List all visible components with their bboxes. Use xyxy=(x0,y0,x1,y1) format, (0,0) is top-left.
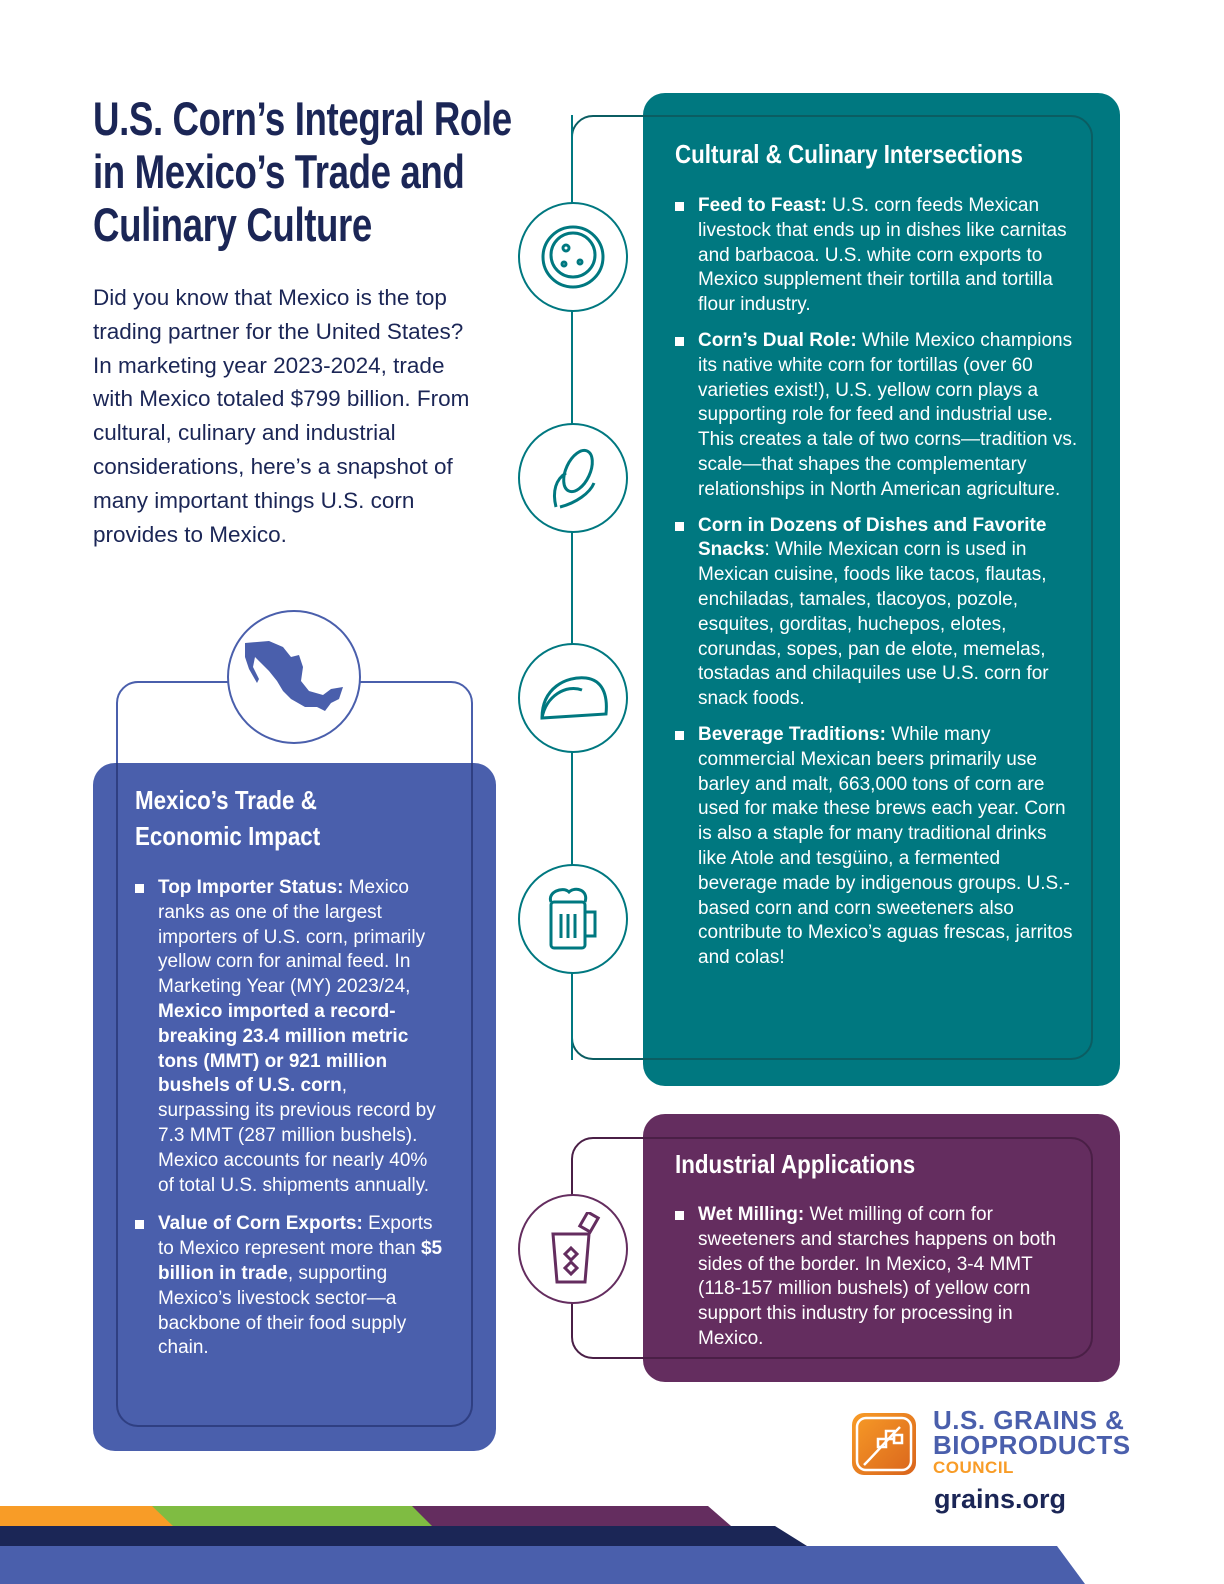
page-title: U.S. Corn’s Integral Role in Mexico’s Tr… xyxy=(93,92,512,251)
stripe-navy xyxy=(0,1526,807,1546)
bullet-beverage: Beverage Traditions: While many commerci… xyxy=(675,723,1078,971)
bullet-text: U.S. corn feeds Mexican livestock that e… xyxy=(698,195,1067,316)
stripe-orange xyxy=(0,1506,173,1526)
stripe-blue xyxy=(0,1546,1085,1584)
corn-icon xyxy=(518,423,628,533)
website-link[interactable]: grains.org xyxy=(934,1484,1067,1514)
title-intro-column: U.S. Corn’s Integral Role in Mexico’s Tr… xyxy=(93,92,512,551)
timeline-line xyxy=(571,115,573,1060)
bullet-text: : While Mexican corn is used in Mexican … xyxy=(698,539,1049,710)
bullet-lead: Corn’s Dual Role: xyxy=(698,329,857,351)
industrial-box xyxy=(643,1114,1120,1382)
usgbc-logo-icon xyxy=(852,1413,916,1475)
bullet-text: , surpassing its previous record by 7.3 … xyxy=(158,1075,436,1196)
beer-mug-icon xyxy=(518,864,628,974)
bullet-bold-text: $5 billion in trade xyxy=(158,1238,443,1284)
bullet-feed-to-feast: Feed to Feast: U.S. corn feeds Mexican l… xyxy=(675,194,1078,318)
bullet-bold-text: Mexico imported a record-breaking 23.4 m… xyxy=(158,1000,409,1097)
bullet-lead: Wet Milling: xyxy=(698,1204,805,1225)
taco-icon xyxy=(518,643,628,753)
cultural-box xyxy=(643,93,1120,1086)
bullet-wet-milling: Wet Milling: Wet milling of corn for swe… xyxy=(675,1203,1073,1352)
footer-stripes xyxy=(0,1506,1085,1584)
trade-box-inner-outline xyxy=(116,763,473,1427)
bullet-dual-role: Corn’s Dual Role: While Mexico champions… xyxy=(675,329,1078,503)
cultural-bullets: Feed to Feast: U.S. corn feeds Mexican l… xyxy=(675,194,1078,971)
trade-bullets: Top Importer Status: Mexico ranks as one… xyxy=(135,876,443,1361)
logo-line3: COUNCIL xyxy=(933,1458,1014,1477)
logo-line2: BIOPRODUCTS xyxy=(933,1430,1131,1460)
bullet-dishes-snacks: Corn in Dozens of Dishes and Favorite Sn… xyxy=(675,514,1078,712)
trade-heading: Mexico’s Trade & Economic Impact xyxy=(135,782,367,854)
soda-cup-icon xyxy=(518,1194,628,1304)
mexico-map-icon xyxy=(227,610,361,744)
tortilla-icon xyxy=(518,202,628,312)
bullet-text: Exports to Mexico represent more than xyxy=(158,1213,433,1260)
bullet-text: Wet milling of corn for sweeteners and s… xyxy=(698,1204,1057,1349)
bullet-lead: Beverage Traditions: xyxy=(698,723,886,745)
usgbc-logo-text: U.S. GRAINS & BIOPRODUCTS COUNCIL xyxy=(933,1405,1131,1478)
bullet-text: , supporting Mexico’s livestock sector—a… xyxy=(158,1262,407,1359)
bullet-lead: Top Importer Status: xyxy=(158,877,344,898)
bullet-text: Mexico ranks as one of the largest impor… xyxy=(158,877,426,998)
logo-line1: U.S. GRAINS & xyxy=(933,1405,1125,1435)
bullet-text: While many commercial Mexican beers prim… xyxy=(698,723,1073,969)
industrial-heading: Industrial Applications xyxy=(675,1149,916,1179)
intro-paragraph: Did you know that Mexico is the top trad… xyxy=(93,285,470,547)
bullet-text: While Mexico champions its native white … xyxy=(698,329,1078,500)
bullet-value-exports: Value of Corn Exports: Exports to Mexico… xyxy=(135,1212,443,1361)
bullet-lead: Value of Corn Exports: xyxy=(158,1213,363,1235)
trade-box xyxy=(93,763,496,1451)
industrial-bullets: Wet Milling: Wet milling of corn for swe… xyxy=(675,1203,1073,1352)
bullet-top-importer: Top Importer Status: Mexico ranks as one… xyxy=(135,876,443,1198)
trade-section: Mexico’s Trade & Economic Impact xyxy=(135,782,475,854)
trade-heading-text: Mexico’s Trade & Economic Impact xyxy=(135,785,321,851)
bullet-lead: Corn in Dozens of Dishes and Favorite Sn… xyxy=(698,514,1047,561)
bullet-lead: Feed to Feast: xyxy=(698,195,827,216)
cultural-heading: Cultural & Culinary Intersections xyxy=(675,139,1023,169)
